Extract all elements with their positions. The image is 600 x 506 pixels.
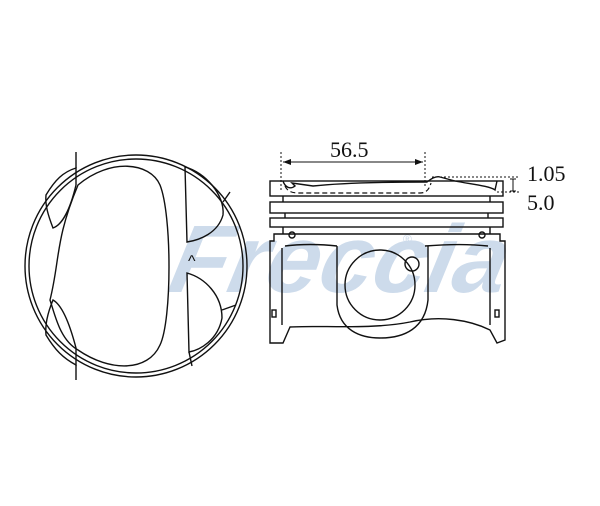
pin-boss — [336, 246, 429, 339]
ring-land-3 — [269, 217, 504, 228]
piston-crown-outline — [24, 154, 248, 378]
piston-top-view: ^ — [24, 152, 248, 380]
pin-bore — [344, 249, 416, 321]
piston-crown-inner-outline — [28, 158, 244, 374]
dimension-bowl-width: 56.5 — [330, 137, 369, 162]
valve-recess-right-top — [184, 166, 224, 243]
direction-mark: ^ — [188, 253, 196, 270]
piston-side-view: 56.5 1.05 5.0 — [269, 137, 566, 344]
combustion-bowl — [49, 165, 170, 367]
valve-recess-right-bottom — [186, 272, 223, 353]
top-land — [269, 180, 504, 197]
valve-recess-left-top — [45, 167, 77, 229]
watermark: Freccia ® — [162, 205, 521, 313]
oil-hole — [404, 256, 420, 272]
valve-recess-left-bottom — [45, 299, 77, 367]
bowl-depth-line — [284, 182, 432, 194]
dimension-recess-depth: 1.05 — [527, 161, 566, 186]
registered-mark: ® — [403, 232, 412, 246]
dimension-bowl-depth: 5.0 — [527, 190, 555, 215]
skirt — [269, 233, 506, 344]
ring-land-2 — [269, 201, 504, 214]
watermark-logo: Freccia — [162, 205, 521, 313]
